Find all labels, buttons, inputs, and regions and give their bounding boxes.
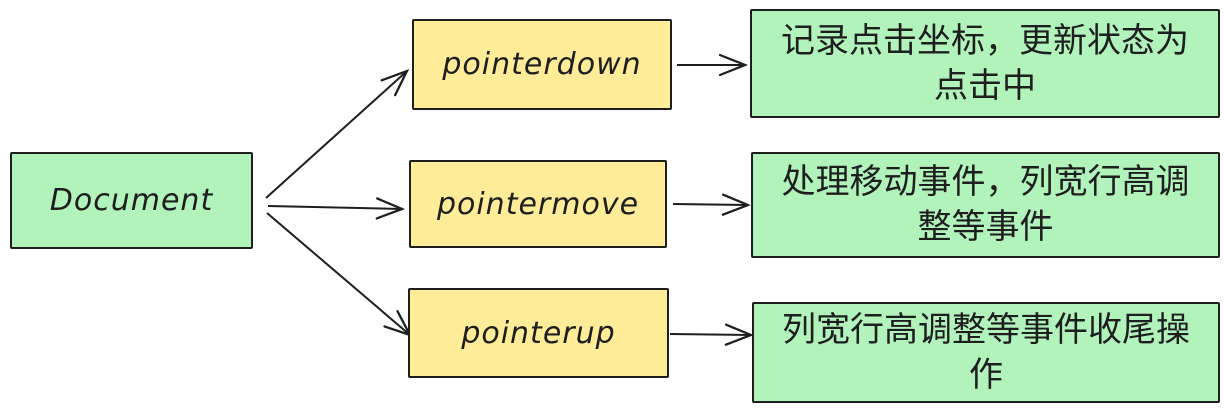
- node-pointerup: pointerup: [408, 288, 669, 378]
- node-document-label: Document: [49, 183, 214, 218]
- pointerdown-description-text: 记录点击坐标，更新状态为点击中: [781, 20, 1189, 106]
- node-pointerup-description: 列宽行高调整等事件收尾操作: [752, 302, 1220, 403]
- arrow-pointerup-to-description: [669, 334, 751, 335]
- node-pointermove-label: pointermove: [436, 186, 640, 222]
- node-pointerdown-label: pointerdown: [442, 47, 642, 82]
- arrow-pointermove-to-description: [672, 204, 748, 205]
- node-pointermove: pointermove: [409, 160, 667, 248]
- arrow-document-to-pointerdown: [265, 71, 407, 199]
- node-pointerdown: pointerdown: [412, 19, 672, 110]
- arrow-document-to-pointermove: [267, 206, 402, 209]
- pointermove-description-text: 处理移动事件，列宽行高调整等事件: [781, 162, 1190, 247]
- node-pointerdown-description: 记录点击坐标，更新状态为点击中: [750, 9, 1220, 118]
- arrow-document-to-pointerup: [266, 212, 410, 335]
- node-pointerup-label: pointerup: [461, 315, 616, 351]
- node-document: Document: [10, 152, 253, 249]
- node-pointermove-description: 处理移动事件，列宽行高调整等事件: [751, 152, 1220, 258]
- pointerup-description-text: 列宽行高调整等事件收尾操作: [782, 309, 1190, 395]
